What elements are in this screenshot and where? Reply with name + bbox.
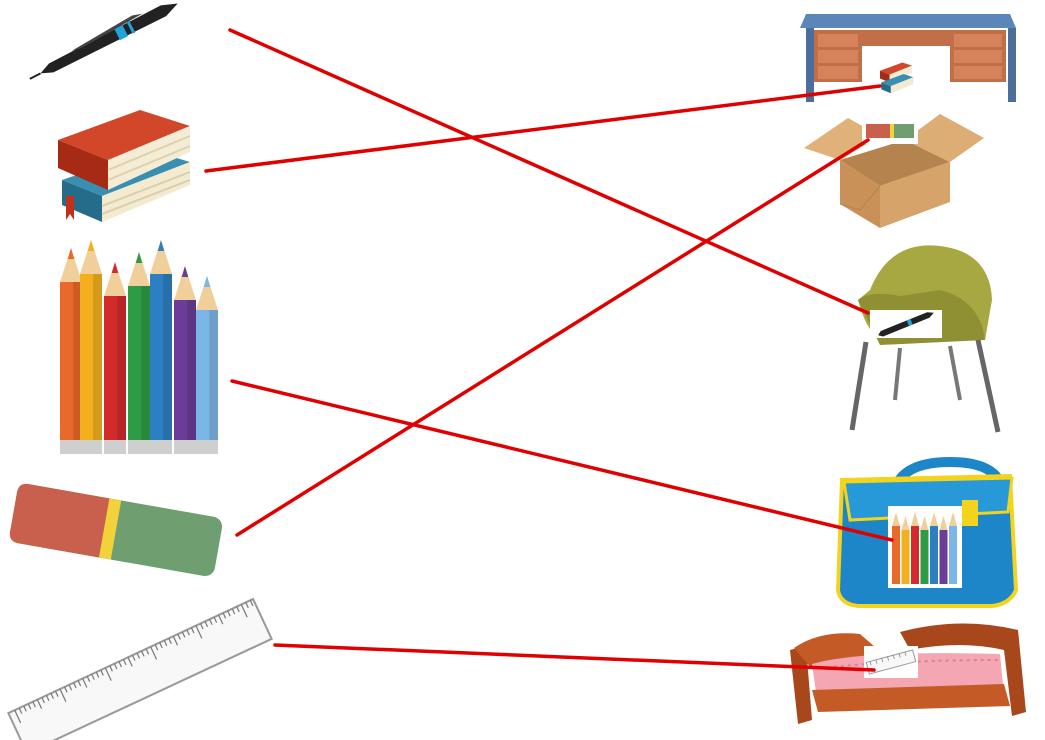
- connection-line-eraser-to-box[interactable]: [235, 138, 870, 537]
- connection-lines: [204, 28, 894, 672]
- desk-icon[interactable]: [800, 14, 1016, 102]
- schoolbag-icon[interactable]: [835, 456, 1019, 608]
- connection-line-ruler-to-bed[interactable]: [273, 643, 876, 672]
- chair-icon[interactable]: [849, 245, 1001, 433]
- connection-line-pen-to-chair[interactable]: [228, 28, 870, 315]
- cardboard-box-icon[interactable]: [804, 114, 984, 228]
- eraser-icon[interactable]: [8, 482, 223, 577]
- books-icon[interactable]: [58, 110, 191, 222]
- connection-line-books-to-desk[interactable]: [204, 84, 882, 173]
- bed-icon[interactable]: [790, 623, 1026, 724]
- connection-line-pencils-to-schoolbag[interactable]: [230, 379, 894, 542]
- pen-icon[interactable]: [25, 0, 180, 85]
- colored-pencils-icon[interactable]: [60, 240, 218, 454]
- ruler-icon[interactable]: [7, 597, 273, 740]
